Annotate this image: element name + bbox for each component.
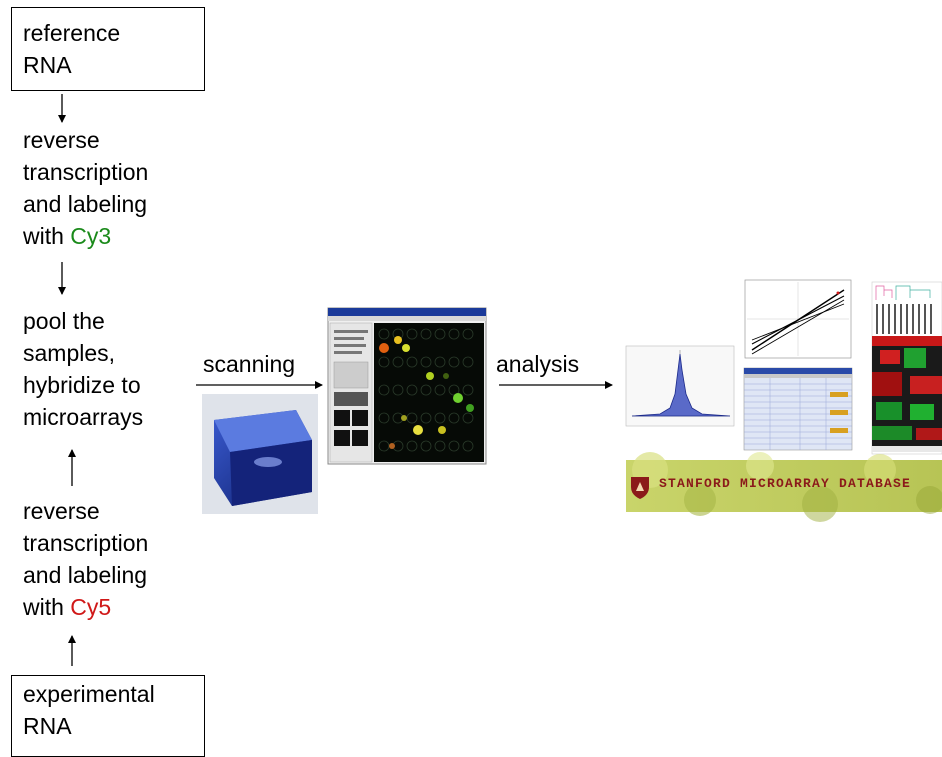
pool-step-line1: pool the (23, 308, 105, 334)
pool-step-line2: samples, (23, 340, 116, 366)
pool-hybridize-step: pool the samples, hybridize to microarra… (23, 305, 143, 433)
experimental-rna-box: experimental RNA (11, 675, 205, 757)
cy5-step-line2: transcription (23, 530, 149, 556)
cy3-step-line1: reverse (23, 127, 100, 153)
reference-rna-box: reference RNA (11, 7, 205, 91)
cy5-dye-label: Cy5 (70, 594, 112, 620)
experimental-rna-line1: experimental (23, 681, 155, 707)
database-banner-image (626, 452, 942, 522)
cy3-prefix: with (23, 223, 71, 249)
analysis-label: analysis (496, 351, 580, 377)
histogram-image (625, 345, 735, 427)
database-banner-text: STANFORD MICROARRAY DATABASE (659, 476, 912, 491)
cy3-step-line2: transcription (23, 159, 149, 185)
experimental-rna-line2: RNA (23, 713, 72, 739)
cy5-prefix: with (23, 594, 71, 620)
cy3-step-line3: and labeling (23, 191, 148, 217)
cy5-step-line3: and labeling (23, 562, 148, 588)
scanner-software-screenshot (327, 307, 487, 465)
scanner-device-image (202, 394, 318, 514)
cy3-labeling-step: reverse transcription and labeling with … (23, 124, 148, 252)
reference-rna-line1: reference (23, 20, 121, 46)
scatter-plot-image (744, 279, 852, 359)
cy5-step-line4: with Cy5 (23, 591, 148, 623)
cy5-step-line1: reverse (23, 498, 100, 524)
pool-step-line4: microarrays (23, 404, 144, 430)
pool-step-line3: hybridize to (23, 372, 141, 398)
heatmap-image (871, 281, 942, 455)
data-table-image (743, 367, 853, 451)
reference-rna-line2: RNA (23, 52, 72, 78)
cy5-labeling-step: reverse transcription and labeling with … (23, 495, 148, 623)
cy3-step-line4: with Cy3 (23, 220, 148, 252)
scanning-label: scanning (203, 351, 296, 377)
cy3-dye-label: Cy3 (70, 223, 112, 249)
